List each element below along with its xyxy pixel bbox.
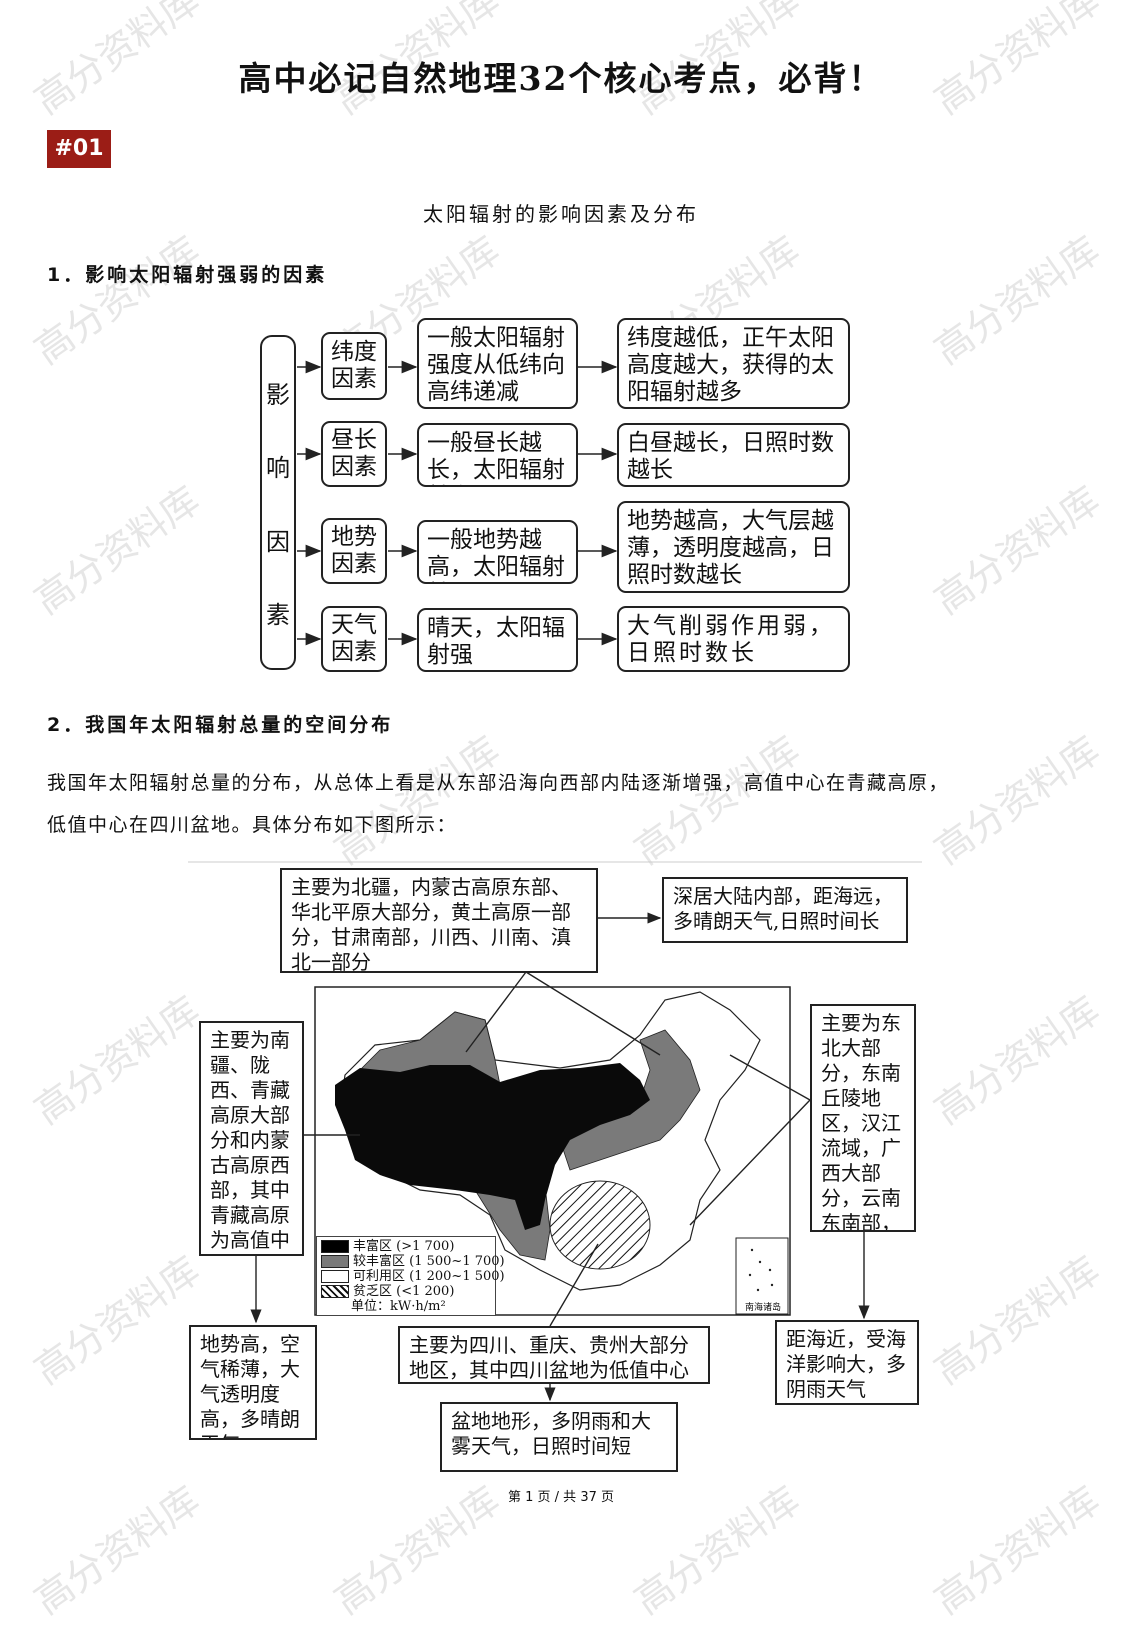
page-title: 高中必记自然地理32个核心考点，必背！ (238, 59, 884, 98)
left-region-box: 主要为南疆、陇西、青藏高原大部分和内蒙古高原西部，其中青藏高原为高值中心 (199, 1021, 304, 1256)
result-latitude: 纬度越低，正午太阳高度越大，获得的太阳辐射越多 (617, 318, 850, 409)
inset-label: 南海诸岛 (744, 1303, 781, 1313)
right-reason-box: 距海近，受海洋影响大，多阴雨天气 (775, 1320, 919, 1405)
intro-paragraph: 我国年太阳辐射总量的分布，从总体上看是从东部沿海向西部内陆逐渐增强，高值中心在青… (47, 762, 1077, 846)
root-char: 响 (266, 454, 290, 483)
heading-factors: 1．影响太阳辐射强弱的因素 (47, 264, 328, 286)
bottom-region-box: 主要为四川、重庆、贵州大部分地区，其中四川盆地为低值中心 (398, 1326, 710, 1384)
root-char: 影 (266, 381, 290, 410)
factor-weather: 天气因素 (321, 606, 387, 672)
result-weather: 大气削弱作用弱，日照时数长 (617, 606, 850, 672)
root-char: 素 (266, 600, 290, 629)
legend-label: 丰富区 (>1 700) (353, 1239, 455, 1254)
legend-label: 较丰富区 (1 500~1 700) (353, 1254, 505, 1269)
root-factors-box: 影 响 因 素 (260, 335, 296, 670)
left-reason-box: 地势高，空气稀薄，大气透明度高，多晴朗天气 (189, 1325, 317, 1440)
mid-daylength: 一般昼长越长，太阳辐射越多 (417, 423, 578, 487)
factor-daylength: 昼长因素 (321, 421, 387, 487)
heading-distribution: 2．我国年太阳辐射总量的空间分布 (47, 714, 394, 736)
legend-swatch (321, 1270, 349, 1283)
legend-item-rich: 丰富区 (>1 700) (321, 1239, 491, 1254)
factor-latitude: 纬度因素 (321, 332, 387, 400)
result-daylength: 白昼越长，日照时数越长 (617, 423, 850, 487)
legend-label: 贫乏区 (<1 200) (353, 1284, 455, 1299)
south-china-sea-inset (735, 1237, 789, 1315)
mid-terrain: 一般地势越高，太阳辐射越强 (417, 520, 578, 584)
top-reason-box: 深居大陆内部，距海远，多晴朗天气,日照时间长 (662, 877, 908, 943)
right-region-box: 主要为东北大部分，东南丘陵地区，汉江流域，广西大部分，云南东南部，湖南东部 (810, 1004, 916, 1232)
flowchart-arrows (297, 360, 618, 646)
top-region-box: 主要为北疆，内蒙古高原东部、华北平原大部分，黄土高原一部分，甘肃南部，川西、川南… (280, 868, 598, 973)
section-title: 太阳辐射的影响因素及分布 (423, 202, 699, 226)
paragraph-line: 低值中心在四川盆地。具体分布如下图所示： (47, 814, 458, 836)
map-legend: 丰富区 (>1 700) 较丰富区 (1 500~1 700) 可利用区 (1 … (316, 1236, 505, 1316)
legend-swatch (321, 1285, 349, 1298)
region-poor-sichuan (549, 1180, 651, 1270)
section-badge: #01 (47, 130, 111, 168)
mid-weather: 晴天，太阳辐射强 (417, 608, 578, 672)
mid-latitude: 一般太阳辐射强度从低纬向高纬递减 (417, 318, 578, 409)
factor-terrain: 地势因素 (321, 518, 387, 584)
legend-item-usable: 可利用区 (1 200~1 500) (321, 1269, 505, 1284)
result-terrain: 地势越高，大气层越薄，透明度越高，日照时数越长 (617, 501, 850, 593)
paragraph-line: 我国年太阳辐射总量的分布，从总体上看是从东部沿海向西部内陆逐渐增强，高值中心在青… (47, 772, 950, 794)
bottom-reason-box: 盆地地形，多阴雨和大雾天气，日照时间短 (440, 1402, 678, 1472)
legend-label: 可利用区 (1 200~1 500) (353, 1269, 505, 1284)
legend-swatch (321, 1255, 349, 1268)
solar-radiation-map (188, 861, 922, 1402)
page-footer: 第 1 页 / 共 37 页 (508, 1490, 614, 1505)
legend-unit: 单位：kW·h/m² (351, 1299, 446, 1314)
legend-item-poor: 贫乏区 (<1 200) (321, 1284, 491, 1299)
root-char: 因 (266, 527, 290, 556)
legend-swatch (321, 1240, 349, 1253)
legend-item-relatively-rich: 较丰富区 (1 500~1 700) (321, 1254, 505, 1269)
region-rich (335, 1063, 650, 1230)
